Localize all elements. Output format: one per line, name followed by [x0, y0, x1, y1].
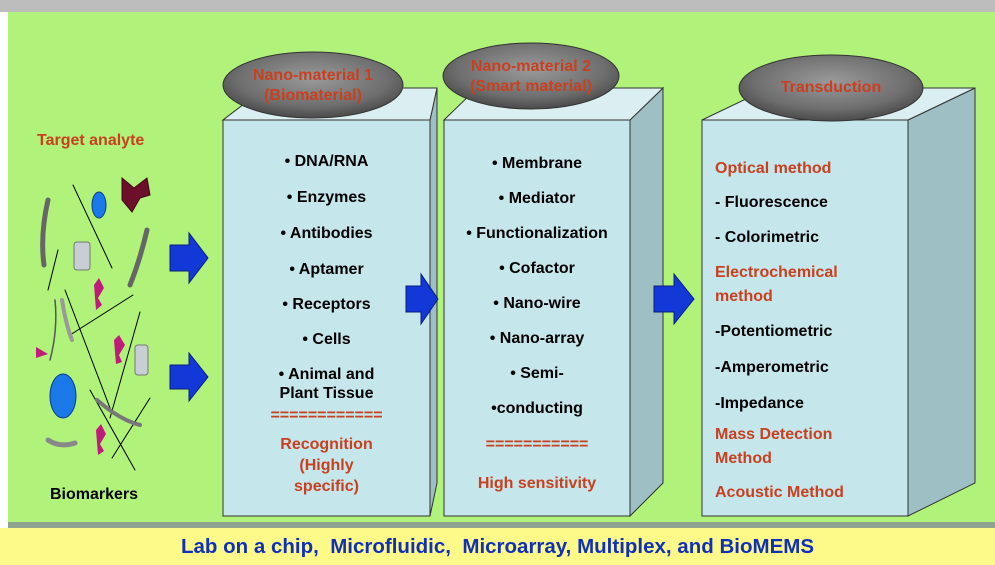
footer-banner: Lab on a chip, Microfluidic, Microarray,…	[0, 528, 995, 565]
list-item: • Animal and	[278, 366, 375, 383]
list-item: Optical method	[715, 160, 832, 177]
ellipse-nano-material-2	[442, 42, 620, 110]
list-item: • Aptamer	[289, 261, 364, 278]
list-item: -Amperometric	[715, 359, 829, 376]
result-line: Recognition	[280, 436, 373, 453]
footer-part: Lab on a chip,	[181, 534, 319, 558]
footer-part: Microfluidic,	[330, 534, 451, 558]
list-item: Electrochemical	[715, 264, 838, 281]
list-item: • DNA/RNA	[284, 153, 369, 170]
ellipse-transduction	[738, 54, 924, 122]
list-item: Acoustic Method	[715, 484, 844, 501]
list-item: • Membrane	[491, 155, 583, 172]
header-line: Nano-material 1	[252, 67, 374, 84]
biomarkers-label: Biomarkers	[50, 486, 139, 503]
top-border	[0, 0, 995, 12]
list-item: • Antibodies	[280, 225, 373, 242]
list-item: Mass Detection	[715, 426, 833, 443]
header-line: (Biomaterial)	[264, 87, 362, 104]
header-nano-material-2: Nano-material 2 (Smart material)	[443, 57, 619, 97]
result-line: specific)	[294, 478, 359, 495]
list-item: method	[715, 288, 773, 305]
col2-result: High sensitivity	[477, 475, 597, 492]
col3-items: Optical method - Fluorescence - Colorime…	[715, 159, 905, 507]
analyte-illustration	[36, 176, 151, 471]
arrow-right-icon	[405, 272, 439, 326]
ellipse-nano-material-1	[222, 51, 404, 119]
list-item: • Mediator	[498, 190, 576, 207]
header-transduction: Transduction	[780, 79, 882, 96]
result-line: (Highly	[299, 457, 354, 474]
arrow-right-icon	[169, 351, 209, 403]
footer-text: Lab on a chip, Microfluidic, Microarray,…	[181, 535, 814, 559]
list-item: • Nano-wire	[493, 295, 581, 312]
col2-divider: ===========	[485, 436, 589, 453]
target-analyte-label: Target analyte	[37, 132, 145, 149]
list-item: •conducting	[491, 400, 583, 417]
header-nano-material-1: Nano-material 1 (Biomaterial)	[223, 66, 403, 106]
list-item: • Semi-	[510, 365, 564, 382]
col1-items: • DNA/RNA • Enzymes • Antibodies • Aptam…	[223, 152, 430, 403]
list-item: Plant Tissue	[279, 385, 374, 402]
arrow-right-icon	[169, 231, 209, 285]
list-item: • Nano-array	[489, 330, 585, 347]
col2-items: • Membrane • Mediator • Functionalizatio…	[444, 154, 630, 434]
list-item: • Functionalization	[466, 225, 608, 242]
col1-divider: ============	[270, 407, 383, 424]
footer-separator	[8, 522, 995, 528]
col1-result: Recognition (Highly specific)	[223, 434, 430, 497]
footer-part: Microarray, Multiplex, and	[462, 534, 714, 558]
arrow-right-icon	[653, 272, 695, 326]
list-item: • Receptors	[282, 296, 371, 313]
list-item: • Cells	[302, 331, 351, 348]
list-item: -Impedance	[715, 395, 804, 412]
list-item: - Fluorescence	[715, 194, 828, 211]
footer-part: BioMEMS	[719, 534, 814, 558]
list-item: - Colorimetric	[715, 229, 820, 246]
list-item: • Cofactor	[499, 260, 575, 277]
header-line: (Smart material)	[470, 78, 592, 95]
list-item: • Enzymes	[286, 189, 367, 206]
list-item: -Potentiometric	[715, 323, 833, 340]
list-item: Method	[715, 450, 772, 467]
header-line: Nano-material 2	[470, 58, 592, 75]
